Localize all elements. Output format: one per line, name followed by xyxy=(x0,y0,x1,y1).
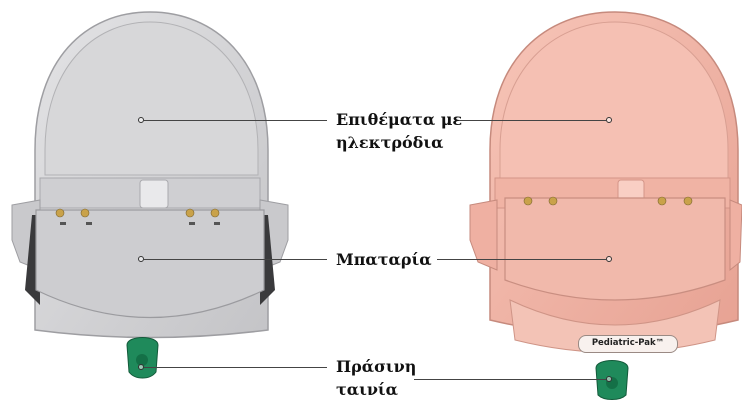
tab-leader-right xyxy=(414,379,606,380)
pads-label-line2: ηλεκτρόδια xyxy=(336,131,443,154)
battery-leader-left xyxy=(144,259,327,260)
tab-label-line1: Πράσινη xyxy=(336,355,416,378)
pediatric-pak-badge: Pediatric-Pak™ xyxy=(578,335,678,353)
battery-label: Μπαταρία xyxy=(336,248,432,271)
pads-leader-right xyxy=(455,120,606,121)
tab-label-line2: ταινία xyxy=(336,378,398,401)
battery-leader-right xyxy=(437,259,606,260)
adult-cartridge xyxy=(12,12,288,378)
pads-leader-left xyxy=(144,120,327,121)
battery-marker-right xyxy=(606,256,612,262)
tab-leader-left xyxy=(144,367,327,368)
tab-marker-right xyxy=(606,376,612,382)
pads-marker-right xyxy=(606,117,612,123)
pads-label-line1: Επιθέματα με xyxy=(336,108,462,131)
